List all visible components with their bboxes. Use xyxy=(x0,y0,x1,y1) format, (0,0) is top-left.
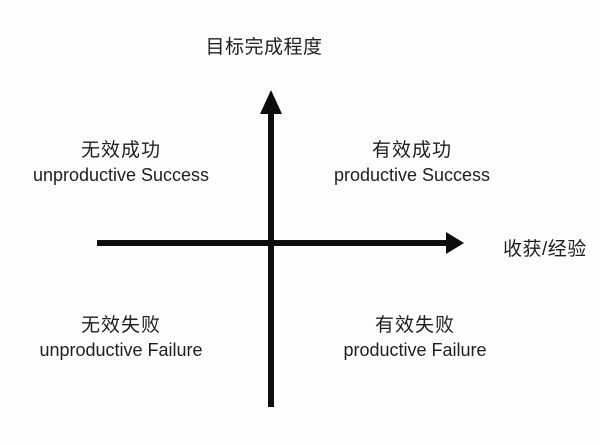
quadrant-bottom-right-label: 有效失败 productive Failure xyxy=(343,314,486,363)
quadrant-bottom-right-label-zh: 有效失败 xyxy=(374,315,456,336)
x-axis-label: 收获/经验 xyxy=(503,239,587,260)
x-axis-arrow-right-icon xyxy=(446,232,464,254)
quadrant-top-right-label-zh: 有效成功 xyxy=(371,140,453,161)
quadrant-top-left-label-zh: 无效成功 xyxy=(80,140,162,161)
quadrant-top-right-label-en: productive Success xyxy=(333,165,491,185)
y-axis-arrow-up-icon xyxy=(260,90,282,114)
quadrant-top-right-label: 有效成功 productive Success xyxy=(334,139,490,188)
quadrant-top-left-label: 无效成功 unproductive Success xyxy=(33,139,209,188)
quadrant-bottom-left-label: 无效失败 unproductive Failure xyxy=(39,314,202,363)
quadrant-bottom-left-label-zh: 无效失败 xyxy=(80,315,161,336)
quadrant-top-left-label-en: unproductive Success xyxy=(32,165,210,185)
quadrant-bottom-right-label-en: productive Failure xyxy=(343,340,487,360)
quadrant-bottom-left-label-en: unproductive Failure xyxy=(39,340,203,360)
y-axis-label: 目标完成程度 xyxy=(205,37,323,58)
